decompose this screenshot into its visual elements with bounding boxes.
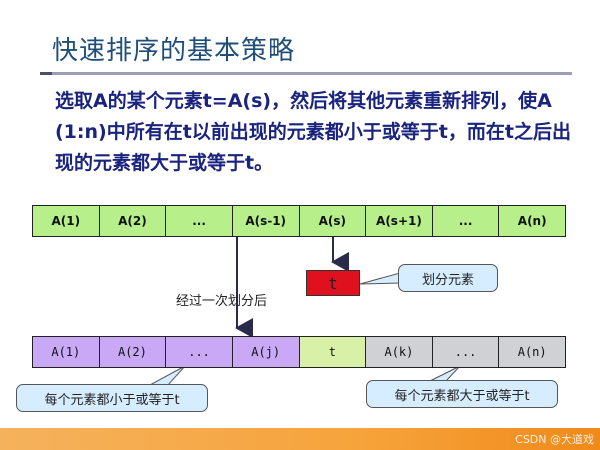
array-before-partition: A(1) A(2) ... A(s-1) A(s) A(s+1) ... A(n…	[32, 205, 566, 237]
pivot-element-box: t	[306, 270, 360, 296]
array-cell: A(s-1)	[232, 206, 300, 236]
watermark: CSDN @大道戏	[515, 433, 594, 446]
title-divider	[52, 72, 572, 75]
smaller-region-callout: 每个元素都小于或等于t	[16, 384, 208, 412]
right-callout-pointer	[429, 365, 461, 382]
array-cell-smaller: A(2)	[99, 337, 167, 367]
partition-step-label: 经过一次划分后	[176, 294, 268, 309]
array-cell-larger: ...	[432, 337, 500, 367]
array-cell: A(n)	[499, 206, 565, 236]
array-after-partition: A(1) A(2) ... A(j) t A(k) ... A(n)	[32, 336, 566, 368]
footer-bar	[0, 428, 600, 450]
strategy-description: 选取A的某个元素t=A(s)，然后将其他元素重新排列，使A(1:n)中所有在t以…	[55, 90, 571, 174]
slide-title: 快速排序的基本策略	[52, 36, 296, 66]
array-cell-smaller: A(j)	[232, 337, 300, 367]
title-accent-bar	[40, 72, 52, 75]
array-cell-smaller: A(1)	[33, 337, 100, 367]
array-cell: A(1)	[33, 206, 100, 236]
array-cell: ...	[166, 206, 233, 236]
array-cell-pivot: t	[299, 337, 367, 367]
array-cell: A(s+1)	[366, 206, 433, 236]
array-cell-smaller: ...	[166, 337, 233, 367]
array-cell-pivot-source: A(s)	[299, 206, 367, 236]
array-cell-larger: A(n)	[499, 337, 565, 367]
pivot-callout: 划分元素	[398, 264, 498, 292]
larger-region-callout: 每个元素都大于或等于t	[366, 380, 558, 408]
pivot-callout-pointer	[359, 272, 401, 285]
array-cell: ...	[432, 206, 500, 236]
left-callout-pointer	[149, 365, 186, 386]
array-cell-larger: A(k)	[366, 337, 433, 367]
array-cell: A(2)	[99, 206, 167, 236]
